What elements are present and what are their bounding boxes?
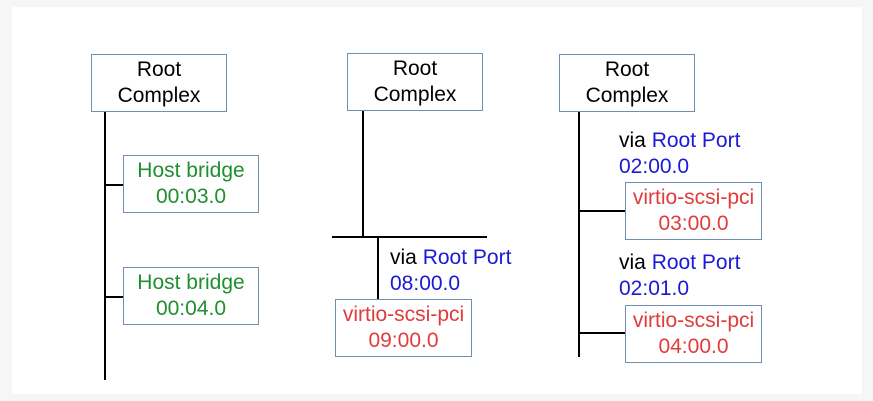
via-text-3b: via [619, 251, 646, 274]
root-port-addr-3b: 02:01.0 [619, 277, 690, 300]
root-port-line-2 [377, 237, 379, 299]
host-bridge-name-1: Host bridge [137, 159, 245, 182]
root-port-bar-2 [332, 236, 487, 238]
host-bridge-box-1: Host bridge 00:03.0 [123, 155, 259, 213]
device-addr-2: 09:00.0 [368, 329, 439, 352]
branch-line-3a [578, 210, 626, 212]
device-name-3a: virtio-scsi-pci [632, 186, 755, 209]
via-text-2: via [390, 246, 417, 269]
branch-line-1b [104, 296, 124, 298]
root-port-label-3a: via Root Port 02:00.0 [619, 128, 740, 180]
root-complex-label-2b: Complex [373, 83, 457, 106]
host-bridge-box-2: Host bridge 00:04.0 [123, 267, 259, 325]
device-box-2: virtio-scsi-pci 09:00.0 [335, 299, 472, 357]
root-complex-label-3a: Root [604, 58, 650, 81]
diagram-canvas: Root Complex Host bridge 00:03.0 Host br… [12, 7, 862, 394]
host-bridge-addr-1: 00:03.0 [155, 185, 227, 208]
device-name-3b: virtio-scsi-pci [632, 309, 755, 332]
via-text-3a: via [619, 129, 646, 152]
device-addr-3a: 03:00.0 [658, 212, 729, 235]
root-complex-label-3b: Complex [585, 84, 669, 107]
device-box-3b: virtio-scsi-pci 04:00.0 [625, 305, 762, 363]
root-complex-box-1: Root Complex [91, 54, 227, 112]
branch-line-3b [578, 332, 626, 334]
root-port-addr-3a: 02:00.0 [619, 155, 690, 178]
root-complex-label-2a: Root [392, 57, 438, 80]
device-addr-3b: 04:00.0 [658, 335, 729, 358]
host-bridge-addr-2: 00:04.0 [155, 297, 227, 320]
device-box-3a: virtio-scsi-pci 03:00.0 [625, 182, 762, 240]
bus-line-3 [578, 112, 580, 357]
root-port-addr-2: 08:00.0 [390, 272, 461, 295]
root-complex-label-1b: Complex [117, 84, 201, 107]
root-complex-box-3: Root Complex [559, 54, 695, 112]
bus-line-2 [362, 111, 364, 237]
root-port-name-2: Root Port [422, 246, 512, 269]
root-complex-box-2: Root Complex [347, 53, 483, 111]
branch-line-1a [104, 184, 124, 186]
root-port-label-2: via Root Port 08:00.0 [390, 245, 511, 297]
root-complex-label-1a: Root [136, 58, 182, 81]
root-port-name-3b: Root Port [651, 251, 741, 274]
bus-line-1 [104, 112, 106, 380]
host-bridge-name-2: Host bridge [137, 271, 245, 294]
root-port-label-3b: via Root Port 02:01.0 [619, 250, 740, 302]
device-name-2: virtio-scsi-pci [342, 303, 465, 326]
root-port-name-3a: Root Port [651, 129, 741, 152]
